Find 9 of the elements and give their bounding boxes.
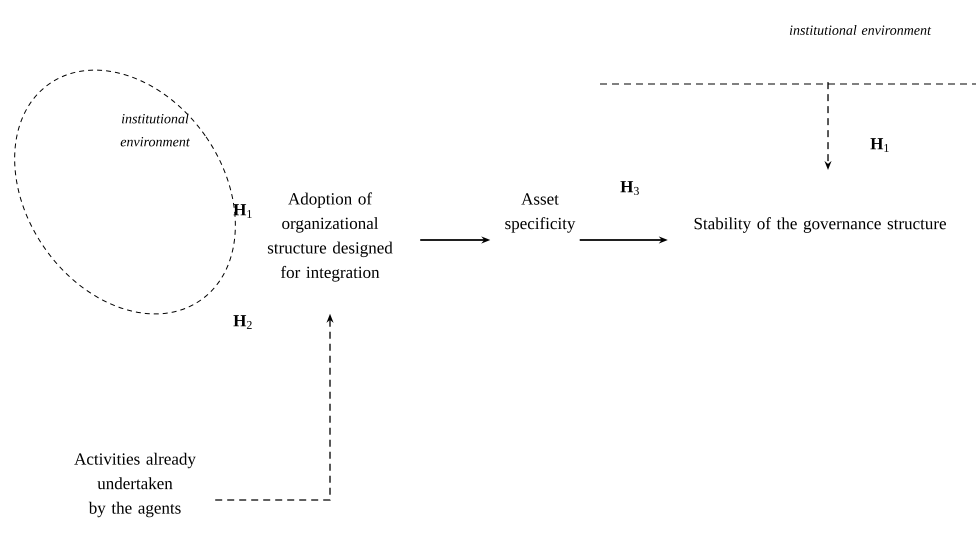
text-label: Activities already undertaken by the agents	[74, 452, 196, 518]
hypothesis-label: H$_{2}$	[233, 315, 252, 329]
text-label: Adoption of organizational structure designed for integration	[268, 192, 393, 282]
text-label: Stability of the governance structure	[694, 217, 946, 233]
dashed-boundary-line: institutional environment	[600, 25, 976, 84]
hypothesis-label: H$_{1}$	[870, 138, 889, 152]
text-label: Asset specificity	[505, 193, 576, 233]
hypothesis-label: H$_{1}$	[233, 204, 252, 218]
hypothesis-label: H$_{3}$	[620, 181, 639, 195]
